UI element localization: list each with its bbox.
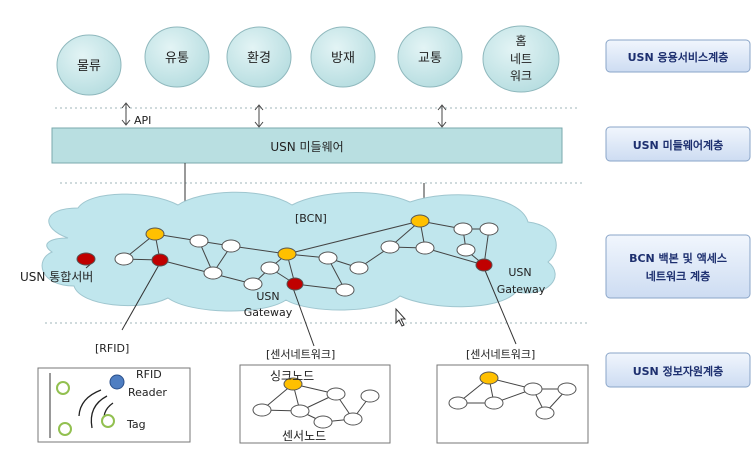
network-node xyxy=(335,283,355,297)
layer-label-line: BCN 백본 및 액세스 xyxy=(629,251,727,265)
gateway-label-line: Gateway xyxy=(244,306,293,319)
network-node xyxy=(318,251,338,265)
reader-label-line: RFID xyxy=(136,368,162,381)
service-label: 환경 xyxy=(247,51,271,66)
layer-resource: USN 정보자원계층 xyxy=(605,352,751,388)
sensor-box-1: 싱크노드 센서노드 xyxy=(239,364,391,444)
api-arrow xyxy=(254,104,264,128)
gateway-node xyxy=(151,253,169,267)
gateway-label-line: USN xyxy=(508,266,531,279)
sink-node-label: 싱크노드 xyxy=(270,369,314,383)
api-arrow xyxy=(121,102,131,126)
service-label: 유통 xyxy=(165,51,189,66)
sink-node xyxy=(479,371,499,385)
bcn-label: [BCN] xyxy=(295,212,327,225)
sensor-node xyxy=(326,387,346,401)
service-logistics: 물류 xyxy=(56,34,122,96)
network-node xyxy=(479,222,499,236)
tag-circle xyxy=(56,381,70,395)
api-arrows xyxy=(121,102,447,128)
sink-node xyxy=(283,377,303,391)
service-distribution: 유통 xyxy=(144,26,210,88)
layer-separators xyxy=(45,107,590,324)
network-node xyxy=(456,243,476,257)
network-node xyxy=(114,252,134,266)
layer-middleware: USN 미들웨어계층 xyxy=(605,126,751,162)
sensor-access-label: [센서네트워크] xyxy=(266,348,335,361)
sink-node xyxy=(145,227,165,241)
tag-circle xyxy=(101,414,115,428)
service-circles: 물류 유통 환경 방재 교통 홈 네트 워크 xyxy=(56,25,560,96)
sensor-node xyxy=(290,404,310,418)
sink-node xyxy=(277,247,297,261)
sink-node xyxy=(410,214,430,228)
service-home-network: 홈 네트 워크 xyxy=(482,25,560,93)
bcn-cloud xyxy=(41,191,557,312)
service-label-line: 네트 xyxy=(510,52,532,66)
reader-label-line: Reader xyxy=(128,386,167,399)
gateway-label-line: USN xyxy=(256,290,279,303)
network-node xyxy=(221,239,241,253)
network-nodes xyxy=(76,214,499,297)
tag-label: Tag xyxy=(126,418,146,431)
network-node xyxy=(260,261,280,275)
layer-label-line: 네트워크 계층 xyxy=(646,269,711,283)
service-traffic: 교통 xyxy=(397,26,463,88)
rfid-access-label: [RFID] xyxy=(95,342,129,355)
service-environment: 환경 xyxy=(226,26,292,88)
gateway-label-line: Gateway xyxy=(497,283,546,296)
service-label-line: 홈 xyxy=(515,34,526,48)
mouse-cursor-icon xyxy=(395,307,407,327)
sensor-node xyxy=(313,415,333,429)
network-node xyxy=(243,277,263,291)
server-label: USN 통합서버 xyxy=(20,270,93,284)
network-node xyxy=(415,241,435,255)
layer-label: USN 미들웨어계층 xyxy=(633,138,724,152)
layer-labels: USN 응용서비스계층 USN 미들웨어계층 BCN 백본 및 액세스 네트워크… xyxy=(605,39,751,388)
reader-circle xyxy=(109,374,125,390)
network-node xyxy=(380,240,400,254)
sensor-node-label: 센서노드 xyxy=(282,429,326,443)
gateway-node xyxy=(475,258,493,272)
sensor-node xyxy=(484,396,504,410)
network-node xyxy=(453,222,473,236)
server-node xyxy=(76,252,96,266)
sensor-node xyxy=(448,396,468,410)
sensor-box-2 xyxy=(436,364,589,444)
network-node xyxy=(349,261,369,275)
tag-circle xyxy=(58,422,72,436)
service-label: 방재 xyxy=(331,51,355,66)
gateway-node xyxy=(286,277,304,291)
layer-network: BCN 백본 및 액세스 네트워크 계층 xyxy=(605,234,751,299)
layer-label: USN 응용서비스계층 xyxy=(628,50,729,64)
sensor-node xyxy=(360,389,380,403)
rfid-box: RFID Reader Tag xyxy=(37,367,191,443)
network-node xyxy=(203,266,223,280)
layer-application: USN 응용서비스계층 xyxy=(605,39,751,73)
api-arrow xyxy=(437,104,447,128)
middleware-bar: USN 미들웨어 xyxy=(51,127,563,164)
middleware-label: USN 미들웨어 xyxy=(270,140,343,154)
sensor-node xyxy=(343,412,363,426)
sensor-node xyxy=(252,403,272,417)
sensor-access-label: [센서네트워크] xyxy=(466,348,535,361)
service-label-line: 워크 xyxy=(510,69,532,83)
sensor-node xyxy=(523,382,543,396)
layer-label: USN 정보자원계층 xyxy=(633,364,724,378)
api-label: API xyxy=(134,114,151,127)
service-label: 물류 xyxy=(77,59,101,74)
sensor-node xyxy=(557,382,577,396)
service-label: 교통 xyxy=(418,51,442,66)
service-disaster: 방재 xyxy=(310,26,376,88)
sensor-node xyxy=(535,406,555,420)
leader-lines xyxy=(85,261,517,347)
network-node xyxy=(189,234,209,248)
